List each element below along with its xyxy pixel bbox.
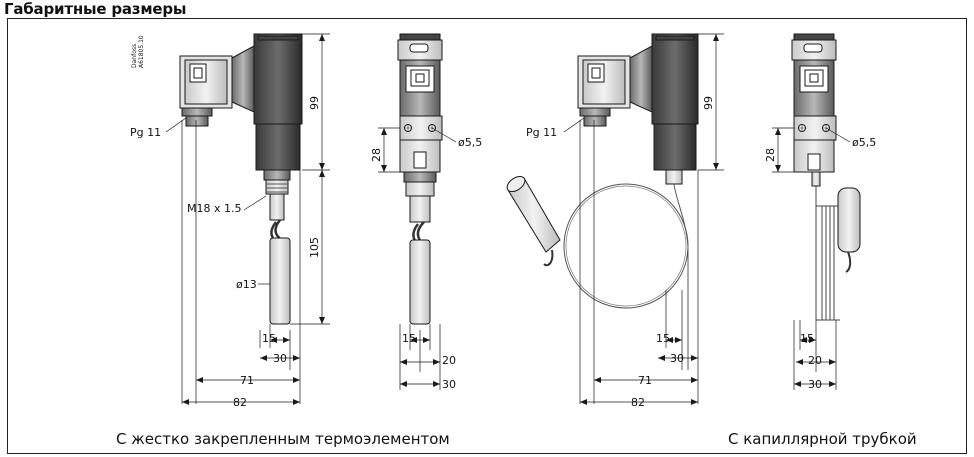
brand-label: Danfoss (131, 44, 138, 68)
dim-30-2: 30 (442, 378, 456, 391)
dim-71-1: 71 (240, 374, 254, 387)
page-title: Габаритные размеры (4, 0, 187, 18)
dim-30-4: 30 (808, 378, 822, 391)
label-pg11-2: Pg 11 (526, 126, 557, 139)
dim-71-2: 71 (638, 374, 652, 387)
dim-28-2: 28 (764, 148, 777, 162)
dim-82-2: 82 (631, 396, 645, 409)
view-capillary-front-dims (772, 127, 851, 390)
dim-28-1: 28 (370, 148, 383, 162)
drawing-frame (7, 18, 967, 454)
label-d13: ø13 (236, 278, 257, 291)
view-rigid-side-dims (165, 33, 330, 405)
caption-rigid: С жестко закрепленным термоэлементом (116, 430, 450, 448)
dim-99-2: 99 (702, 96, 715, 110)
dim-15-1: 15 (262, 332, 276, 345)
view-capillary-side (506, 33, 699, 309)
dim-20-1: 20 (442, 354, 456, 367)
dim-30-3: 30 (670, 352, 684, 365)
view-rigid-front-dims (378, 127, 457, 390)
dim-15-4: 15 (800, 332, 814, 345)
label-d55-2: ø5,5 (852, 136, 876, 149)
code-label: A61805.10 (138, 35, 145, 68)
caption-capillary: С капиллярной трубкой (728, 430, 917, 448)
dim-15-3: 15 (656, 332, 670, 345)
dim-105: 105 (308, 237, 321, 258)
view-capillary-front (791, 33, 861, 321)
dim-99-1: 99 (308, 96, 321, 110)
view-rigid-side (179, 33, 303, 325)
dim-20-2: 20 (808, 354, 822, 367)
dim-15-2: 15 (402, 332, 416, 345)
view-capillary-side-dims (563, 33, 724, 405)
label-d55-1: ø5,5 (458, 136, 482, 149)
label-pg11-1: Pg 11 (130, 126, 161, 139)
dim-82-1: 82 (233, 396, 247, 409)
dim-30-1: 30 (273, 352, 287, 365)
label-m18: M18 x 1.5 (187, 202, 241, 215)
view-rigid-front (397, 33, 443, 325)
